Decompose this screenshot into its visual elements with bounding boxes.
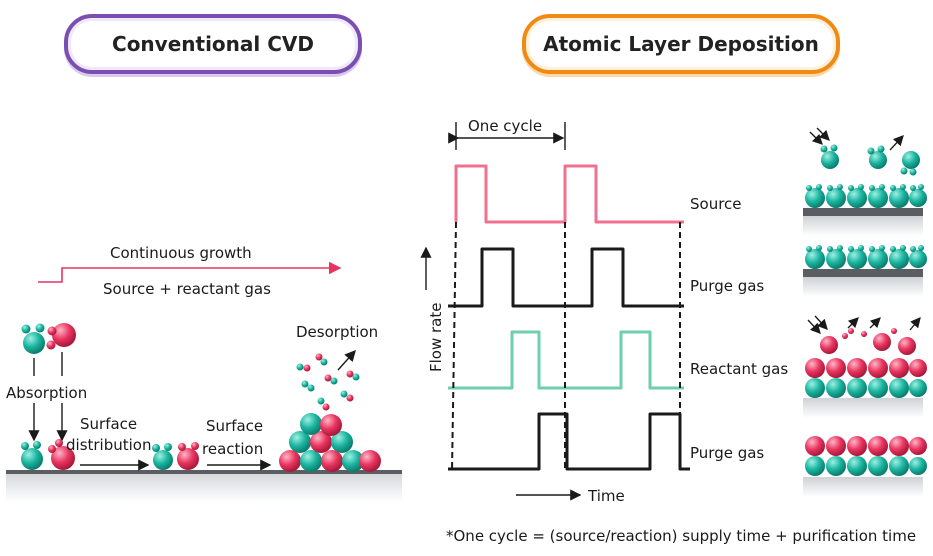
surface-distribution-label-2: distribution xyxy=(66,436,152,454)
absorbed-reactant-molecule-icon xyxy=(48,439,75,470)
row-label-purge-gas-1: Purge gas xyxy=(690,277,765,295)
cvd-substrate xyxy=(6,470,402,502)
source-molecule-icon xyxy=(21,323,45,354)
ald-panel-purge-1 xyxy=(803,245,927,297)
desorbed-fragments-icon xyxy=(296,353,360,411)
gas-label: Source + reactant gas xyxy=(103,280,271,298)
ald-title: Atomic Layer Deposition xyxy=(522,14,840,74)
row-label-reactant-gas: Reactant gas xyxy=(690,360,789,378)
footnote: *One cycle = (source/reaction) supply ti… xyxy=(446,527,917,545)
surface-reaction-label-2: reaction xyxy=(202,440,264,458)
purge-gas-waveform-1 xyxy=(448,247,684,308)
reactant-gas-waveform xyxy=(448,330,684,390)
incoming-reactant-molecule-icon xyxy=(820,328,916,355)
time-axis-label: Time xyxy=(588,487,625,505)
ald-panel-purge-2 xyxy=(803,436,927,497)
row-label-source: Source xyxy=(690,195,742,213)
one-cycle-label: One cycle xyxy=(468,117,543,135)
ald-panel-source xyxy=(803,127,927,236)
absorption-label: Absorption xyxy=(6,384,88,402)
surface-reaction-label-1: Surface xyxy=(206,417,264,435)
purge-gas-waveform-2 xyxy=(448,412,690,471)
desorption-arrow xyxy=(337,349,356,371)
absorbed-source-molecule-icon xyxy=(21,441,43,470)
incoming-source-molecule-icon xyxy=(820,144,920,176)
continuous-growth-arrow xyxy=(38,261,342,283)
continuous-growth-label: Continuous growth xyxy=(110,244,252,262)
row-label-purge-gas-2: Purge gas xyxy=(690,444,765,462)
distributed-molecules-icon xyxy=(152,442,199,470)
ald-title-text: Atomic Layer Deposition xyxy=(543,32,819,56)
grown-film-pile-icon xyxy=(279,413,381,472)
flow-rate-axis-label: Flow rate xyxy=(427,302,445,372)
surface-distribution-label-1: Surface xyxy=(80,415,138,433)
reactant-molecule-icon xyxy=(46,323,76,350)
cvd-title-text: Conventional CVD xyxy=(112,32,314,56)
cvd-title: Conventional CVD xyxy=(64,14,362,74)
source-waveform xyxy=(454,164,684,224)
ald-panel-reactant xyxy=(803,315,927,418)
desorption-label: Desorption xyxy=(296,323,379,341)
